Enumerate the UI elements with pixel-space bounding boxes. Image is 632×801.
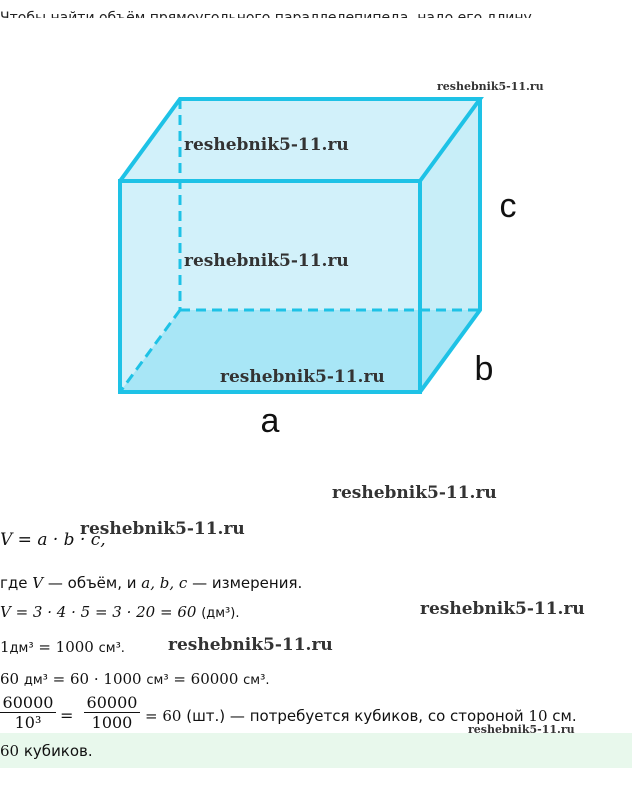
watermark: reshebnik5-11.ru (184, 251, 349, 271)
volume-formula: V = a · b · c, (0, 530, 106, 550)
watermark: reshebnik5-11.ru (168, 635, 333, 655)
answer-text: 60 кубиков. (0, 742, 93, 760)
watermark: reshebnik5-11.ru (80, 519, 245, 539)
hidden-edge (118, 309, 182, 393)
watermark: reshebnik5-11.ru (437, 80, 544, 93)
fraction-2: 60000 1000 (84, 693, 140, 733)
watermark: reshebnik5-11.ru (332, 483, 497, 503)
watermark: reshebnik5-11.ru (420, 599, 585, 619)
unit-conversion: 1дм³ = 1000 см³. (0, 638, 125, 656)
label-c: c (500, 187, 517, 225)
volume-calculation: V = 3 · 4 · 5 = 3 · 20 = 60 (дм³). (0, 603, 240, 621)
cube-count-result: = 60 (шт.) — потребуется кубиков, со сто… (145, 707, 577, 725)
top-face (120, 99, 480, 181)
answer-box (0, 733, 632, 768)
label-b: b (475, 350, 494, 388)
watermark: reshebnik5-11.ru (184, 135, 349, 155)
equals-sign: = (60, 706, 74, 725)
intro-text: Чтобы найти объём прямоугольного паралле… (0, 10, 532, 18)
top-edges (118, 97, 484, 183)
fraction-1: 60000 10³ (0, 693, 56, 733)
watermark: reshebnik5-11.ru (220, 367, 385, 387)
parallelepiped-figure: c b a (118, 97, 517, 440)
volume-conversion: 60 дм³ = 60 · 1000 см³ = 60000 см³. (0, 670, 270, 688)
right-edges (418, 99, 482, 394)
formula-explanation: где V — объём, и a, b, c — измерения. (0, 574, 303, 592)
watermark: reshebnik5-11.ru (468, 723, 575, 736)
bottom-face (120, 310, 480, 392)
label-a: a (261, 402, 280, 440)
